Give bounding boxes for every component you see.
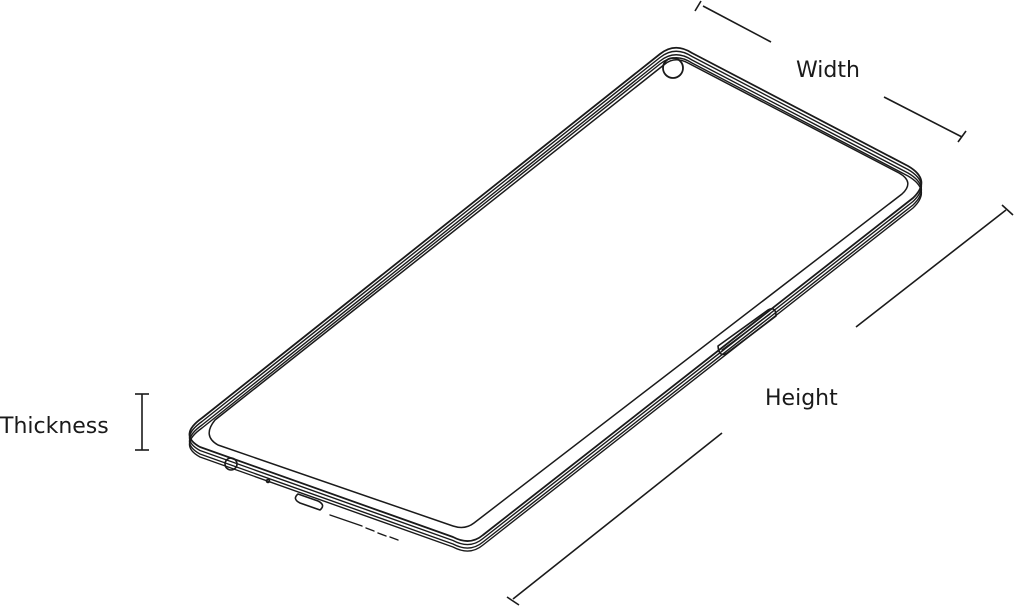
phone-edge-band-2 xyxy=(188,54,922,549)
phone-edge-band-1 xyxy=(188,50,922,546)
side-button-icon xyxy=(717,308,777,356)
phone-body-outline xyxy=(188,46,923,542)
microphone-hole-icon xyxy=(265,478,271,484)
front-camera-icon xyxy=(662,57,684,79)
height-dimension-line-lower xyxy=(512,432,723,600)
height-dimension-tick-upper xyxy=(1001,204,1014,216)
height-label: Height xyxy=(765,386,838,411)
width-label: Width xyxy=(796,58,860,83)
phone-edge-band-3 xyxy=(188,57,922,552)
height-dimension: Height xyxy=(506,204,1014,606)
usb-c-port-icon xyxy=(294,493,324,511)
width-dimension: Width xyxy=(694,0,967,143)
speaker-grille-icon xyxy=(329,514,399,541)
width-dimension-line-upper xyxy=(702,5,772,43)
headphone-jack-icon xyxy=(224,457,238,471)
phone-outline xyxy=(188,46,923,552)
width-dimension-line-lower xyxy=(883,96,963,138)
thickness-label: Thickness xyxy=(0,414,109,439)
bottom-ports xyxy=(224,457,399,541)
height-dimension-tick-lower xyxy=(506,596,520,606)
thickness-dimension: Thickness xyxy=(0,393,149,451)
width-dimension-tick-lower xyxy=(957,130,967,143)
width-dimension-tick-upper xyxy=(694,0,702,12)
height-dimension-line-upper xyxy=(855,209,1007,328)
